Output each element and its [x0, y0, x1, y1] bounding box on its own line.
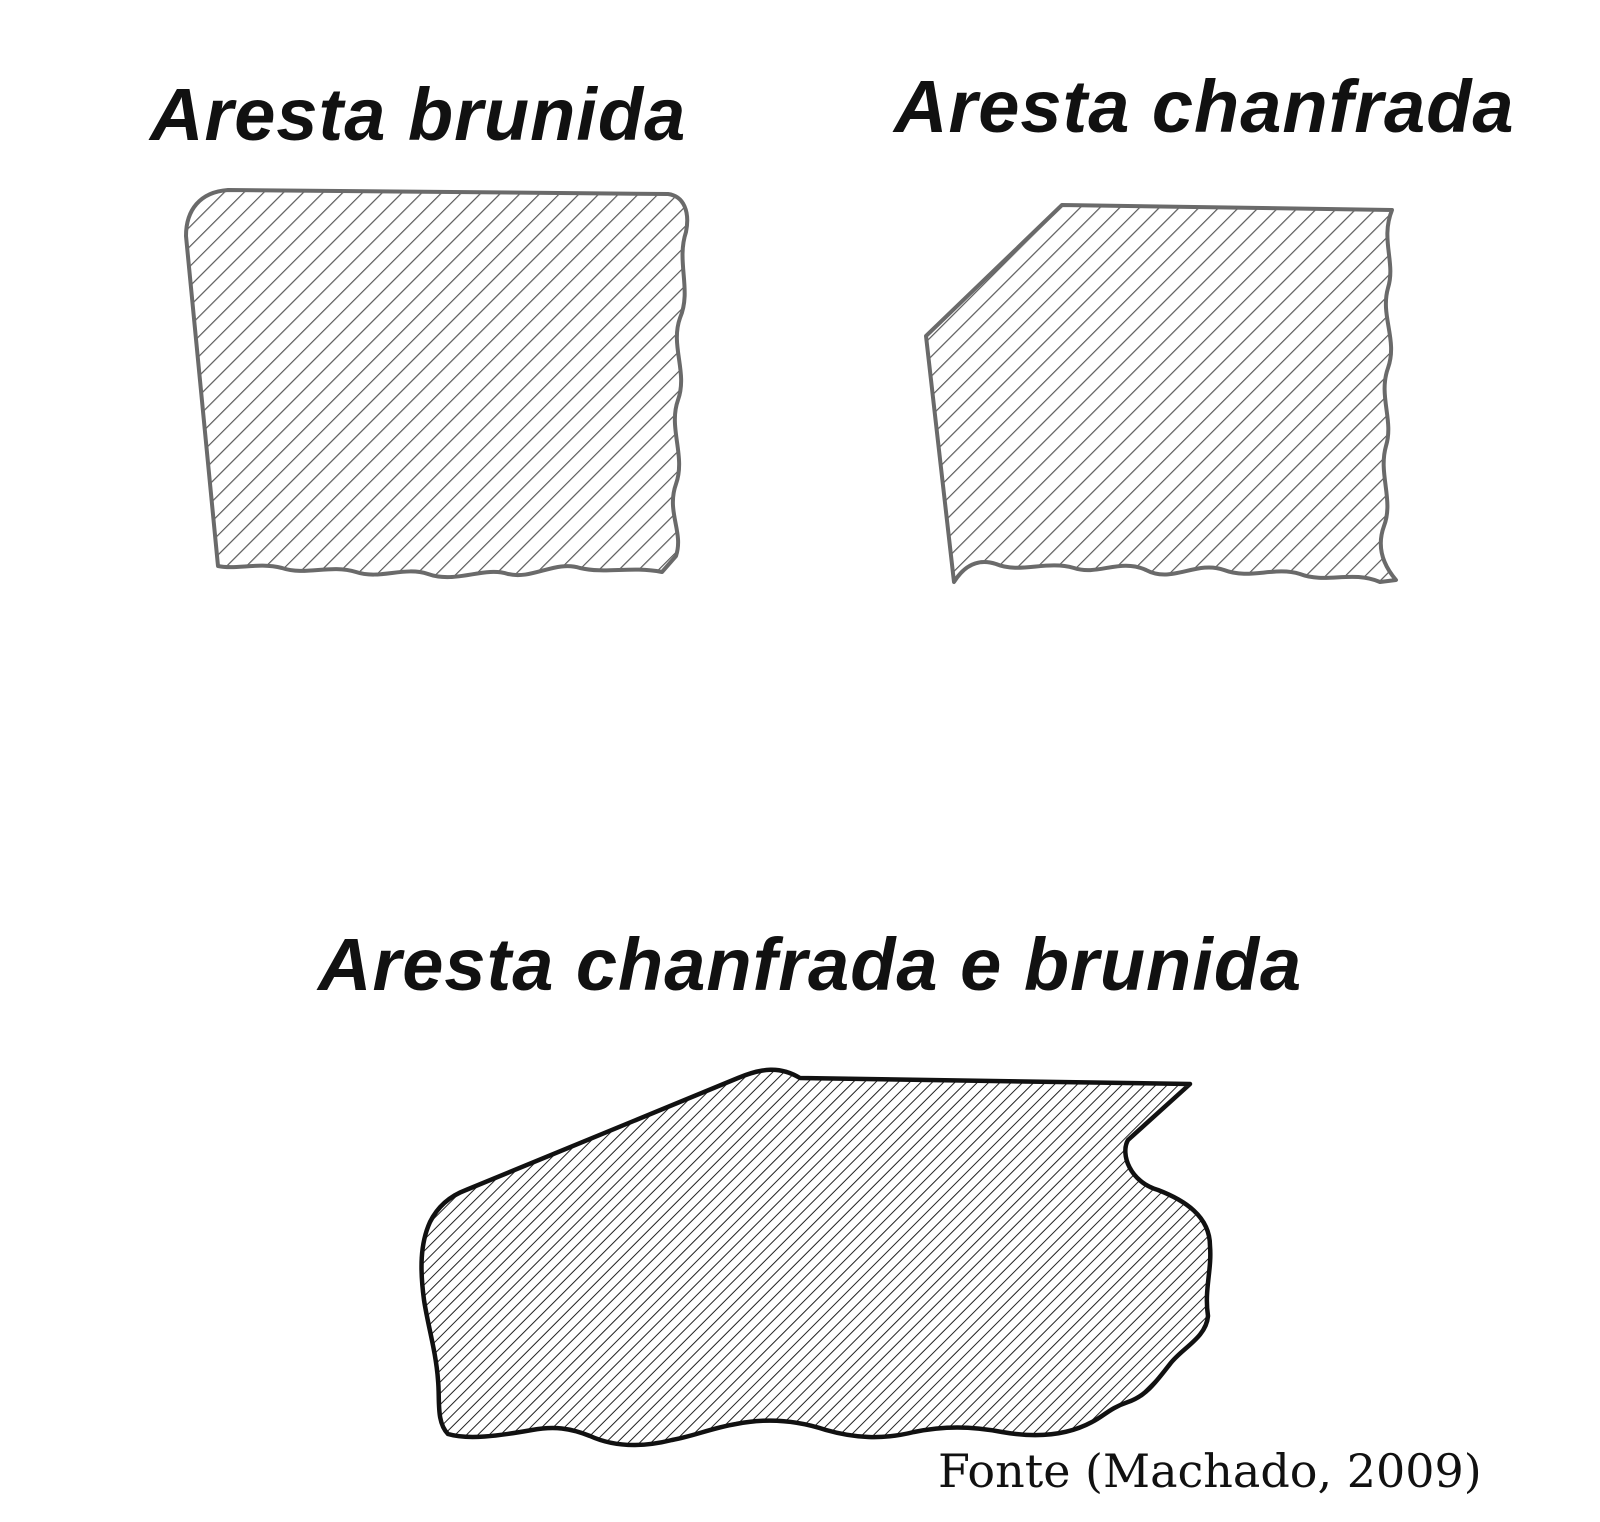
chamfered-honed-edge-section — [419, 1067, 1213, 1448]
panel-title-chamfered-honed-edge: Aresta chanfrada e brunida — [318, 923, 1303, 1006]
source-caption: Fonte (Machado, 2009) — [938, 1444, 1482, 1498]
panel-title-honed-edge: Aresta brunida — [150, 73, 687, 156]
honed-edge-section — [184, 188, 690, 580]
chamfered-edge-section — [924, 203, 1398, 584]
panel-title-chamfered-edge: Aresta chanfrada — [894, 65, 1515, 148]
